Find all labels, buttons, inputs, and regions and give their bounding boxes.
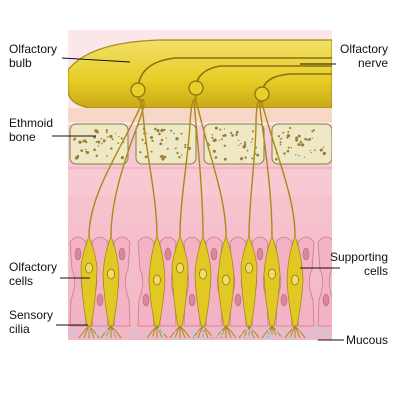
glomeruli (130, 80, 270, 102)
label-mucous: Mucous (345, 333, 388, 347)
mucous-layer (69, 326, 332, 340)
bone-speckles (73, 126, 326, 161)
nerve-fibers (88, 94, 296, 237)
supporting-cells (69, 236, 332, 327)
ethmoid-bone (69, 123, 332, 165)
leader-lines (52, 57, 344, 341)
